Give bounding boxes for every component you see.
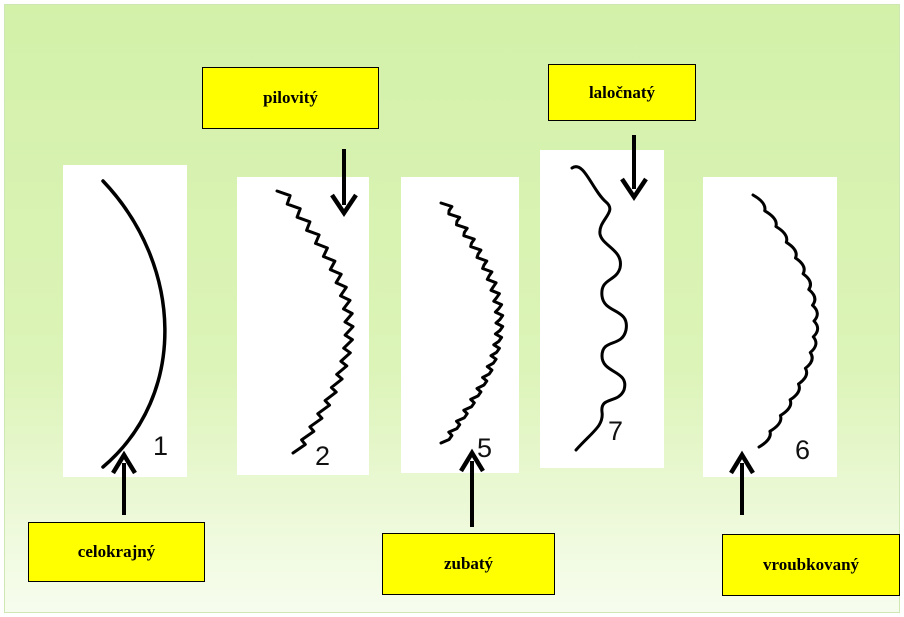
- panel-number-2: 2: [315, 441, 331, 471]
- label-vroubkovany: vroubkovaný: [722, 534, 900, 596]
- leaf-margin-crenate-curve: [751, 193, 820, 449]
- panel-number-5: 5: [477, 433, 493, 463]
- slide-background: 1 2 5 7 6: [4, 4, 900, 613]
- label-celokrajny: celokrajný: [28, 522, 205, 582]
- arrow-down-icon: [330, 149, 358, 218]
- leaf-margin-dentate-curve: [439, 201, 505, 445]
- leaf-margin-panel-5: 5: [401, 177, 519, 473]
- arrow-up-icon: [459, 448, 485, 527]
- leaf-margin-smooth-curve: [101, 179, 167, 469]
- leaf-margin-panel-2: 2: [237, 177, 369, 475]
- panel-number-7: 7: [608, 416, 624, 446]
- label-lalocnaty: laločnatý: [548, 64, 696, 121]
- panel-number-1: 1: [153, 431, 169, 461]
- arrow-up-icon: [729, 450, 755, 515]
- panel-number-6: 6: [795, 435, 811, 465]
- leaf-margin-lobed-curve: [570, 165, 628, 452]
- leaf-margin-serrate-curve: [275, 189, 355, 455]
- arrow-down-icon: [620, 135, 648, 202]
- leaf-margin-panel-6: 6: [703, 177, 837, 477]
- label-zubaty: zubatý: [382, 533, 555, 595]
- label-pilovity: pilovitý: [202, 67, 379, 129]
- leaf-margin-panel-1: 1: [63, 165, 187, 477]
- arrow-up-icon: [111, 450, 137, 515]
- leaf-margin-panel-7: 7: [540, 150, 664, 468]
